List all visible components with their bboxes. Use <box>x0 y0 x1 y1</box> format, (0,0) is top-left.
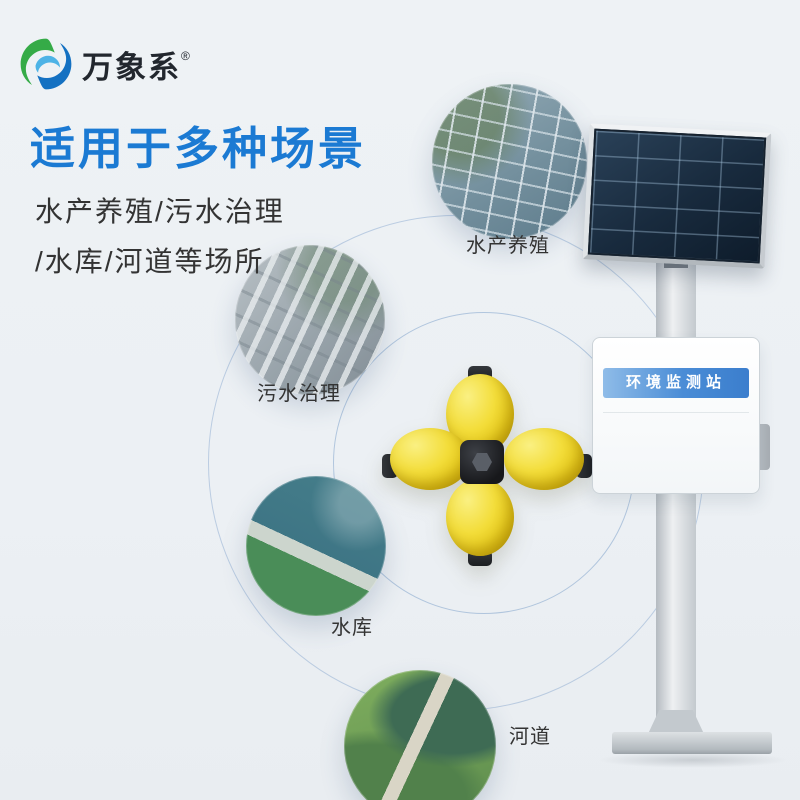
buoy-float-bottom <box>446 478 514 556</box>
scene-label-aquaculture: 水产养殖 <box>466 235 550 257</box>
solar-panel <box>582 123 772 269</box>
registered-mark: ® <box>181 48 192 63</box>
buoy-float-right <box>504 428 584 490</box>
logo-swirl-icon <box>18 36 74 92</box>
scene-photo-river <box>344 670 496 800</box>
buoy-hex-nut <box>472 453 492 471</box>
water-quality-buoy <box>382 366 592 566</box>
station-enclosure: 环境监测站 <box>592 337 760 494</box>
brand-logo: 万象系® <box>18 36 192 92</box>
scene-label-sewage: 污水治理 <box>257 383 341 405</box>
scene-photo-reservoir <box>246 476 386 616</box>
headline-subtitle-line2: /水库/河道等场所 <box>35 246 265 277</box>
station-label-strip: 环境监测站 <box>603 368 749 398</box>
scene-photo-aquaculture <box>432 84 587 239</box>
scene-label-river: 河道 <box>509 726 551 748</box>
enclosure-seam <box>603 412 749 413</box>
solar-panel-cells <box>589 130 765 262</box>
scene-label-reservoir: 水库 <box>331 617 373 639</box>
buoy-float-left <box>390 428 470 490</box>
station-base-plate <box>612 732 772 754</box>
brand-name: 万象系® <box>82 48 192 85</box>
headline-subtitle-line1: 水产养殖/污水治理 <box>35 196 285 227</box>
scene-photo-sewage <box>235 245 385 395</box>
headline-title: 适用于多种场景 <box>30 123 367 174</box>
buoy-hub <box>460 440 504 484</box>
station-ground-shadow <box>598 752 788 768</box>
